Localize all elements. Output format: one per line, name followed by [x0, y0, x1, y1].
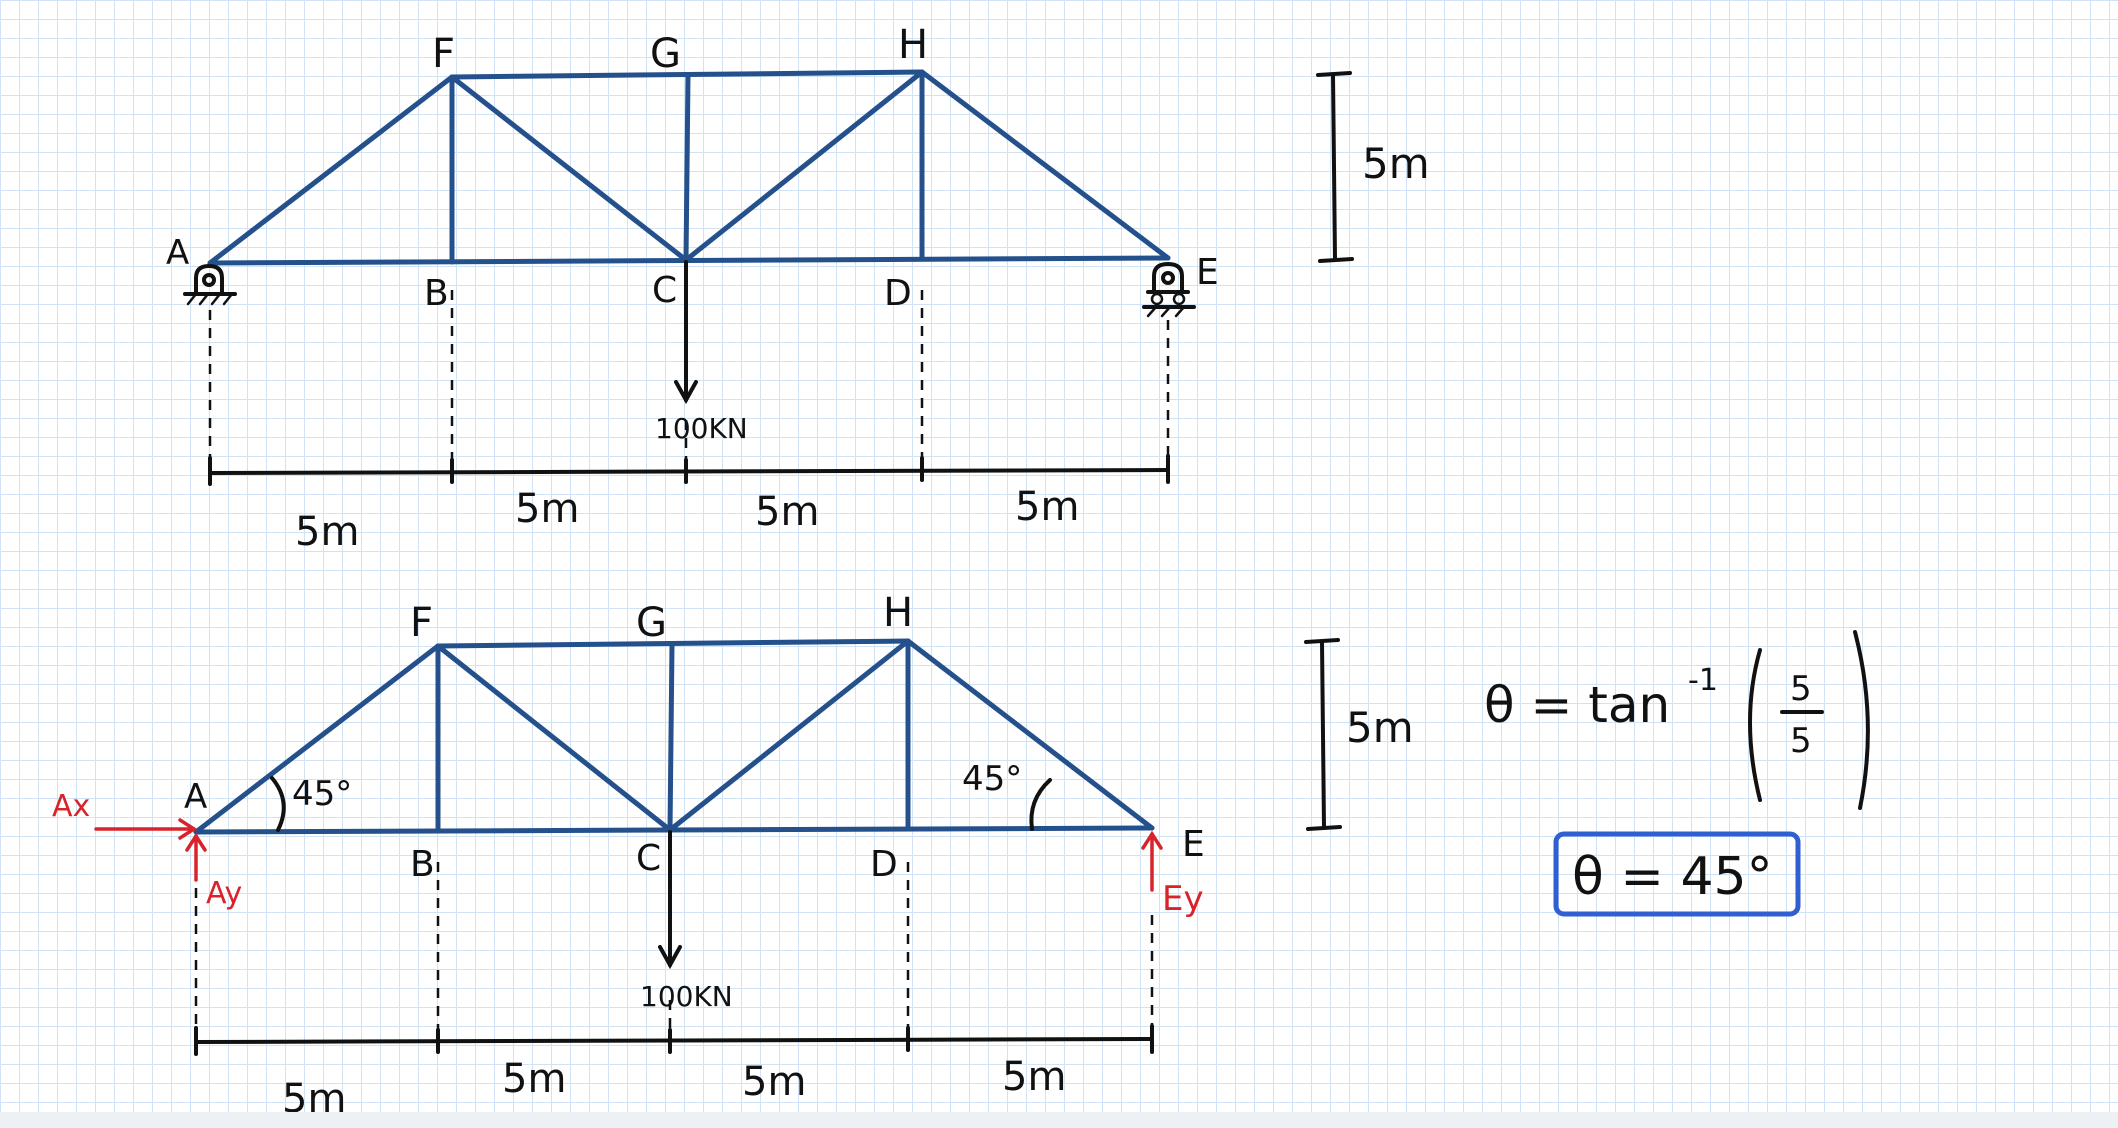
- member-gc-top: [683, 72, 691, 263]
- span-dimension-bottom: [194, 1024, 1154, 1056]
- node-label-f: F: [410, 600, 433, 646]
- node-label-c: C: [652, 270, 677, 311]
- load-arrow-top: [674, 260, 698, 405]
- reaction-label-ey: Ey: [1162, 879, 1204, 919]
- load-arrow-bottom: [658, 830, 682, 970]
- angle-equation: θ = tan -1 5 5 θ = 45°: [1484, 630, 1870, 917]
- span-label: 5m: [1015, 484, 1079, 530]
- span-label: 5m: [1002, 1054, 1066, 1100]
- load-label-bottom: 100KN: [640, 980, 733, 1013]
- member-ch-top: [683, 69, 925, 263]
- reaction-label-ay: Ay: [206, 876, 242, 911]
- span-dimension-top: [208, 454, 1170, 486]
- node-label-b: B: [410, 844, 435, 885]
- angle-label-left: 45°: [292, 774, 352, 814]
- member-fc-top: [449, 74, 689, 263]
- reaction-label-ax: Ax: [52, 789, 90, 824]
- node-label-h: H: [898, 22, 928, 68]
- member-gc-bottom: [667, 641, 675, 833]
- equation-numerator: 5: [1790, 669, 1812, 709]
- angle-arc-left: [270, 776, 286, 832]
- node-label-f: F: [432, 31, 455, 77]
- node-label-a: A: [166, 233, 189, 273]
- node-label-g: G: [650, 31, 681, 77]
- angle-arc-right: [1029, 778, 1052, 831]
- equation-lhs: θ = tan: [1484, 676, 1670, 734]
- member-he-bottom: [905, 638, 1155, 831]
- span-label: 5m: [755, 489, 819, 535]
- node-label-e: E: [1182, 824, 1205, 865]
- height-label-top: 5m: [1362, 139, 1430, 188]
- paren-left: [1748, 648, 1762, 802]
- height-scale-top: [1316, 71, 1354, 263]
- truss-top: F G H A B C D E 100KN 5m 5m 5m 5m 5m: [166, 22, 1430, 555]
- angle-label-right: 45°: [962, 759, 1022, 799]
- span-label: 5m: [295, 509, 359, 555]
- node-label-d: D: [870, 844, 898, 885]
- result-box: [1553, 831, 1801, 917]
- node-label-a: A: [184, 777, 207, 817]
- reaction-ey-arrow: [1141, 830, 1163, 892]
- height-scale-bottom: [1304, 638, 1342, 831]
- member-af-bottom: [193, 643, 441, 835]
- node-label-b: B: [424, 273, 449, 314]
- paren-right: [1853, 630, 1870, 810]
- reaction-ay-arrow: [185, 832, 207, 882]
- roller-support-e-top: [1142, 261, 1196, 318]
- truss-bottom: 45° 45° Ax Ay Ey: [52, 590, 1414, 1122]
- member-he-top: [919, 69, 1171, 261]
- load-label-top: 100KN: [655, 412, 748, 445]
- node-label-g: G: [636, 600, 667, 646]
- member-fc-bottom: [435, 643, 673, 833]
- bottom-strip: [0, 1112, 2118, 1128]
- equation-result: θ = 45°: [1572, 847, 1773, 907]
- span-label: 5m: [502, 1056, 566, 1102]
- height-label-bottom: 5m: [1346, 703, 1414, 752]
- equation-exponent: -1: [1688, 663, 1718, 698]
- span-label: 5m: [742, 1059, 806, 1105]
- node-label-c: C: [636, 838, 661, 879]
- member-af-top: [207, 74, 455, 266]
- pin-support-a-top: [183, 263, 237, 306]
- member-ch-bottom: [667, 638, 911, 833]
- reaction-ax-arrow: [94, 818, 198, 840]
- node-label-d: D: [884, 273, 912, 314]
- node-label-e: E: [1196, 252, 1219, 293]
- node-label-h: H: [883, 590, 913, 636]
- equation-denominator: 5: [1790, 721, 1812, 761]
- span-label: 5m: [515, 486, 579, 532]
